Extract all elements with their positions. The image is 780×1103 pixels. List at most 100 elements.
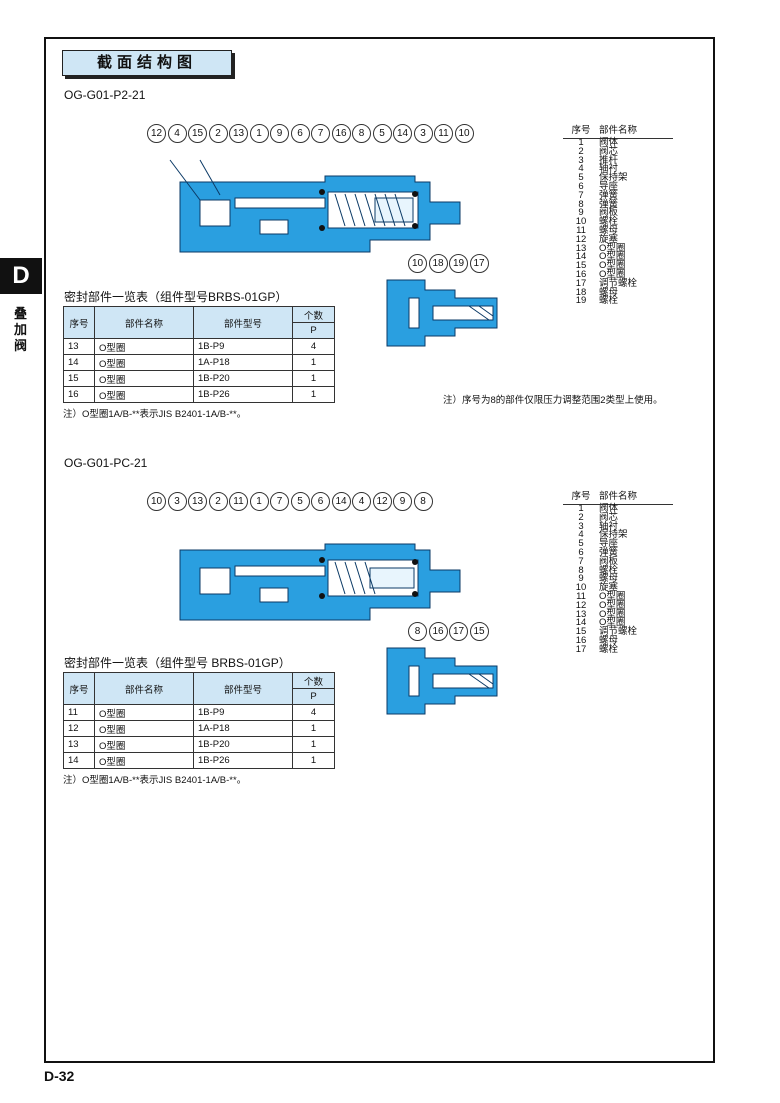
callout-number: 6 (290, 124, 310, 143)
callout-number: 13 (188, 492, 207, 511)
model-code: OG-G01-P2-21 (64, 88, 146, 102)
callout-number: 12 (147, 124, 166, 143)
adjuster-detail-diagram (386, 279, 498, 347)
callout-number: 14 (393, 124, 412, 143)
callout-number: 8 (413, 492, 433, 511)
chapter-tab: D (0, 258, 42, 294)
seal-table-title: 密封部件一览表（组件型号 BRBS-01GP） (64, 656, 291, 670)
callout-number: 1 (249, 124, 269, 143)
callout-number: 7 (311, 124, 330, 143)
callout-number: 18 (428, 254, 448, 273)
callout-number: 13 (229, 124, 248, 143)
callout-number: 14 (331, 492, 351, 511)
callout-number: 5 (290, 492, 310, 511)
callout-number: 3 (413, 124, 433, 143)
callout-number: 11 (229, 492, 248, 511)
callout-number: 1 (249, 492, 269, 511)
adjuster-detail-diagram (386, 647, 498, 715)
callout-number: 16 (428, 622, 448, 641)
valve-section-diagram (179, 543, 461, 621)
callout-number: 4 (352, 492, 371, 511)
callout-number: 11 (434, 124, 453, 143)
callout-number: 8 (352, 124, 371, 143)
callout-number: 2 (208, 124, 228, 143)
seal-note: 注）O型圈1A/B-**表示JIS B2401-1A/B-**。 (63, 409, 247, 420)
callout-number: 15 (469, 622, 489, 641)
callout-number: 10 (147, 492, 166, 511)
callout-number: 8 (408, 622, 427, 641)
section-title: 截面结构图 (62, 50, 232, 76)
callout-number: 12 (372, 492, 392, 511)
parts-note: 注）序号为8的部件仅限压力调整范围2类型上使用。 (443, 395, 663, 406)
callout-number: 10 (408, 254, 427, 273)
callout-number: 9 (393, 492, 412, 511)
page-number: D-32 (44, 1068, 75, 1084)
callout-number: 17 (449, 622, 468, 641)
callout-number: 3 (167, 492, 187, 511)
callout-number: 16 (331, 124, 351, 143)
callout-number: 6 (311, 492, 330, 511)
model-code: OG-G01-PC-21 (64, 456, 148, 470)
callout-number: 2 (208, 492, 228, 511)
callout-number: 15 (188, 124, 207, 143)
callout-number: 19 (449, 254, 468, 273)
callout-number: 17 (469, 254, 489, 273)
callout-number: 4 (167, 124, 187, 143)
seal-table-title: 密封部件一览表（组件型号BRBS-01GP） (64, 290, 288, 304)
chapter-label: 叠加阀 (14, 306, 28, 353)
callout-number: 9 (270, 124, 289, 143)
callout-number: 7 (270, 492, 289, 511)
callout-number: 5 (372, 124, 392, 143)
valve-section-diagram (169, 159, 461, 253)
